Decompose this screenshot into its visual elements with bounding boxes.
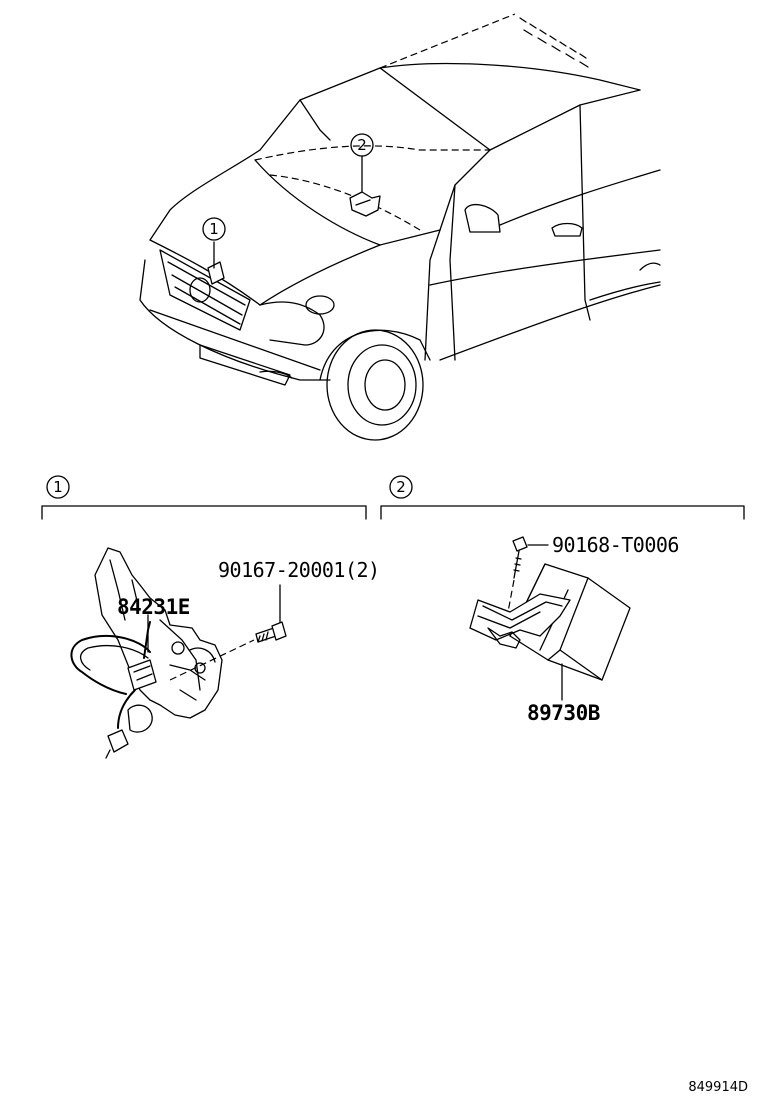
section-1-bracket [41,505,367,520]
section-1-header: 1 [41,475,367,520]
section-1-number: 1 [53,478,63,496]
section-2-bracket [380,505,745,520]
module-drawing [469,536,631,701]
callout-2-label: 2 [357,136,367,154]
diagram-reference-code: 849914D [688,1080,748,1095]
part-number-90168-T0006: 90168-T0006 [552,533,679,557]
callout-1-vehicle: 1 [202,217,226,241]
vehicle-illustration [139,13,661,441]
callout-1-label: 1 [209,220,219,238]
part-number-89730B: 89730B [527,701,600,725]
section-2-number: 2 [396,478,406,496]
callout-2-vehicle: 2 [350,133,374,157]
roof-rail-marks [519,17,589,68]
part-number-90167-20001: 90167-20001(2) [218,558,380,582]
part-number-84231E: 84231E [117,595,190,619]
section-2-header: 2 [380,475,745,520]
horn-assembly-drawing [70,547,287,759]
